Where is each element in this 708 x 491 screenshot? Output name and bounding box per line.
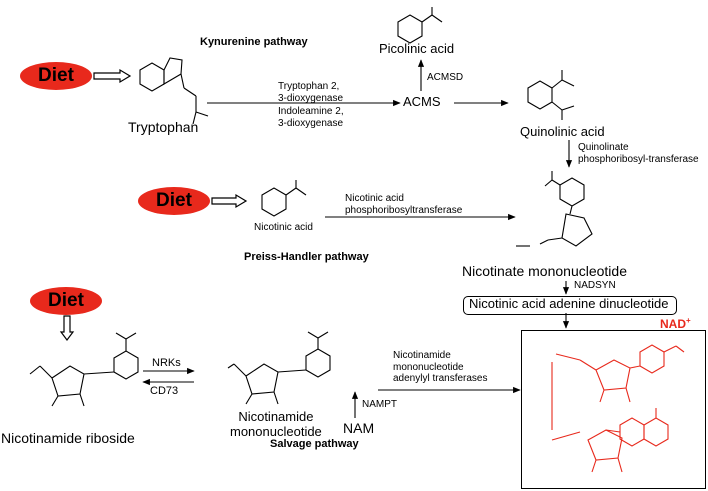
nadsyn-label: NADSYN — [574, 280, 616, 291]
quinolinic-acid-structure — [527, 70, 575, 120]
namn-structure — [516, 171, 593, 247]
diet-badge-1: Diet — [20, 62, 92, 90]
nampt-label: NAMPT — [362, 399, 397, 410]
nrks-label: NRKs — [152, 357, 181, 369]
salvage-pathway-title: Salvage pathway — [270, 438, 359, 450]
nicotinic-acid-structure — [261, 180, 307, 217]
qprt-label: Quinolinate phosphoribosyl-transferase — [578, 142, 699, 165]
quinolinic-acid-label: Quinolinic acid — [520, 124, 605, 139]
naprt-label: Nicotinic acid phosphoribosyltransferase — [345, 193, 463, 216]
nad-charge: + — [686, 316, 691, 325]
nad-plus-label: NAD+ — [660, 316, 691, 332]
tryptophan-label: Tryptophan — [128, 119, 199, 135]
nam-label: NAM — [343, 420, 375, 436]
nr-structure — [29, 332, 139, 407]
ido-label: Indoleamine 2, 3-dioxygenase — [278, 106, 344, 129]
diet-arrow-2 — [211, 193, 248, 209]
naad-box — [463, 296, 677, 315]
acms-label: ACMS — [403, 94, 441, 109]
acmsd-label: ACMSD — [427, 72, 464, 83]
preiss-handler-pathway-title: Preiss-Handler pathway — [244, 251, 369, 263]
picolinic-acid-label: Picolinic acid — [379, 41, 455, 56]
nr-label: Nicotinamide riboside — [1, 430, 135, 446]
kynurenine-pathway-title: Kynurenine pathway — [200, 36, 308, 48]
naad-label: Nicotinic acid adenine dinucleotide — [469, 296, 669, 311]
cd73-label: CD73 — [150, 385, 179, 397]
nad-structure — [551, 344, 685, 473]
namn-label: Nicotinate mononucleotide — [462, 263, 627, 279]
nmn-label: Nicotinamide mononucleotide — [230, 409, 322, 439]
nad-frame — [521, 330, 706, 489]
tdo-label: Tryptophan 2, 3-dioxygenase — [278, 81, 344, 104]
diet-arrow-1 — [93, 68, 132, 84]
nmn-structure — [227, 331, 331, 405]
tryptophan-structure — [139, 57, 209, 125]
picolinic-acid-structure — [397, 7, 443, 44]
diet-arrow-3 — [59, 315, 75, 341]
nmnat-label: Nicotinamide mononucleotide adenylyl tra… — [393, 350, 488, 384]
diet-badge-3: Diet — [30, 287, 102, 315]
diet-badge-2: Diet — [138, 187, 210, 215]
nad-text: NAD — [660, 317, 686, 331]
nicotinic-acid-label: Nicotinic acid — [254, 222, 313, 233]
